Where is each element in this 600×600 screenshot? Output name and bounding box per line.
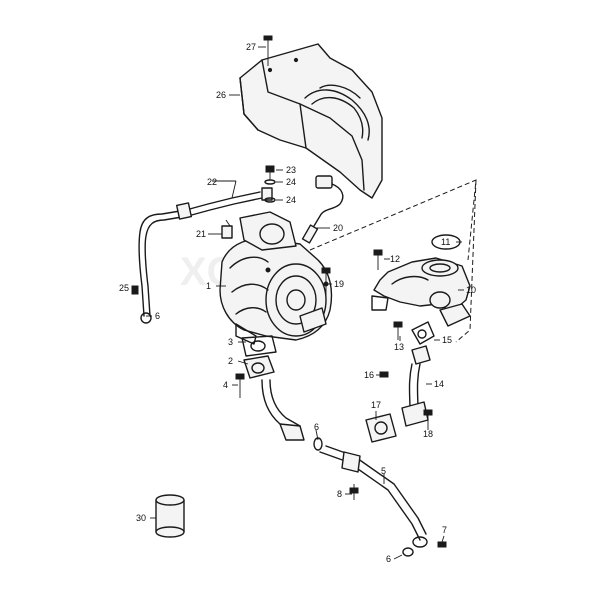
heat-shield-part	[239, 43, 383, 199]
callout-8: 8	[337, 489, 342, 499]
callout-6-oil-line: 6	[155, 311, 160, 321]
assembly-boundary-dashed	[309, 179, 477, 343]
callout-11: 11	[441, 237, 450, 247]
bolt-13-part	[393, 321, 403, 340]
callout-10: 10	[466, 285, 476, 295]
callout-30: 30	[136, 513, 146, 523]
callout-24-lower: 24	[286, 195, 296, 205]
egr-pipe-14-part	[401, 345, 431, 427]
bolt-7-part	[437, 541, 447, 548]
bolt-8-part	[349, 484, 359, 500]
callout-3: 3	[228, 337, 233, 347]
callout-4: 4	[223, 380, 228, 390]
callout-12: 12	[390, 254, 400, 264]
callout-leaders	[132, 46, 464, 560]
turbocharger-part	[219, 211, 333, 345]
callout-25: 25	[119, 283, 129, 293]
gasket-3-part	[241, 335, 277, 357]
callout-6-bottom: 6	[386, 554, 391, 564]
return-line-5-part	[319, 445, 428, 557]
bolt-18-part	[423, 409, 433, 424]
callout-2: 2	[228, 356, 233, 366]
callout-21: 21	[196, 229, 206, 239]
flange-17-part	[365, 413, 397, 443]
sensor-20-part	[301, 175, 344, 244]
callout-6-pipe: 6	[314, 422, 319, 432]
callout-14: 14	[434, 379, 444, 389]
callout-7: 7	[442, 525, 447, 535]
oil-supply-line-part	[138, 187, 273, 324]
callout-labels: 27 26 22 23 24 24 20 21 25 6 1 19 3 2 4 …	[119, 42, 476, 564]
exhaust-manifold-10-part	[371, 257, 471, 327]
bolt-4-part	[235, 373, 245, 398]
callout-20: 20	[333, 223, 343, 233]
callout-13: 13	[394, 342, 404, 352]
callout-27: 27	[246, 42, 256, 52]
callout-18: 18	[423, 429, 433, 439]
gasket-15-part	[411, 321, 435, 345]
callout-26: 26	[216, 90, 226, 100]
banjo-bolt-23-part	[264, 165, 276, 203]
bolt-16-part	[379, 371, 389, 378]
bolt-12-part	[373, 249, 383, 270]
fitting-25-part	[131, 285, 139, 295]
callout-16: 16	[364, 370, 374, 380]
flange-2-part	[243, 355, 275, 379]
sleeve-30-part	[155, 494, 185, 538]
callout-22: 22	[207, 177, 217, 187]
callout-23: 23	[286, 165, 296, 175]
callout-24-upper: 24	[286, 177, 296, 187]
callout-17: 17	[371, 400, 381, 410]
screw-27-part	[263, 35, 273, 66]
callout-15: 15	[442, 335, 452, 345]
callout-1: 1	[206, 281, 211, 291]
callout-5: 5	[381, 466, 386, 476]
callout-19: 19	[334, 279, 344, 289]
fitting-21-part	[221, 219, 233, 239]
oil-return-pipe-part	[261, 379, 323, 451]
